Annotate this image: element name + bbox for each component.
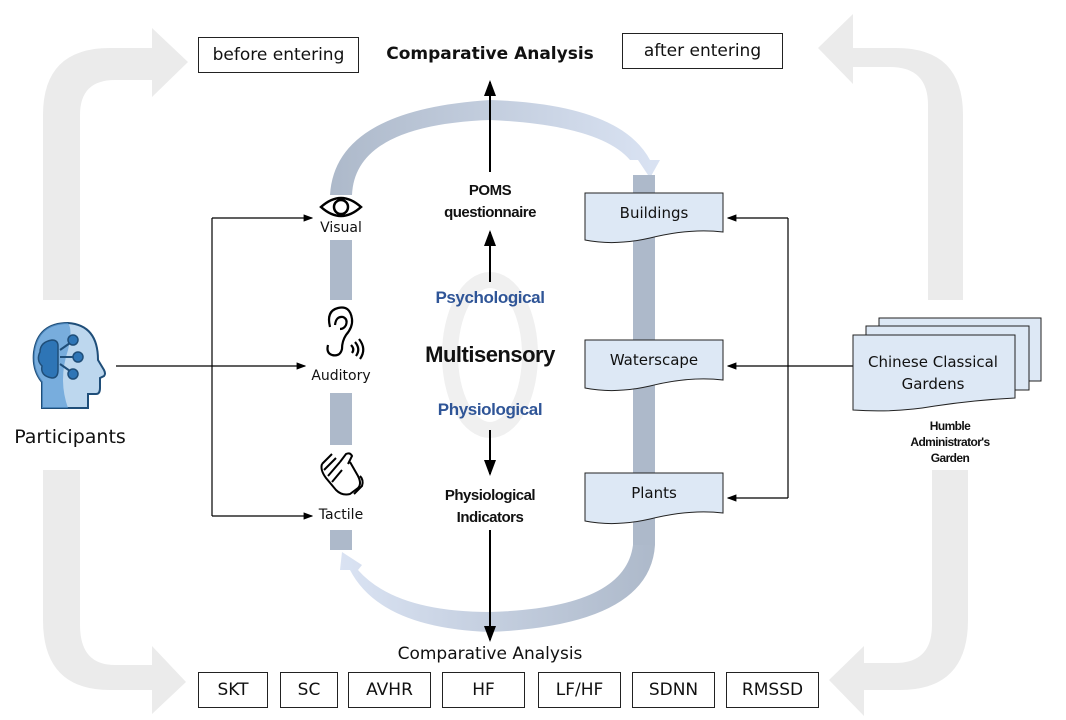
indicator-sc: SC (280, 672, 338, 708)
garden-name-line-3: Garden (930, 451, 970, 465)
indicator-rmssd: RMSSD (726, 672, 819, 708)
participants-connector (116, 214, 314, 520)
participants-label: Participants (14, 426, 126, 448)
head-brain-network-icon (32, 321, 106, 409)
psychological-label: Psychological (435, 288, 545, 307)
after-entering-label: after entering (643, 41, 762, 61)
garden-connector (726, 214, 853, 502)
poms-line-2: questionnaire (444, 204, 536, 221)
big-arrow-top-right (818, 14, 963, 300)
indicator-sdnn: SDNN (632, 672, 715, 708)
sense-label-visual: Visual (320, 220, 362, 236)
after-entering-box: after entering (622, 33, 783, 69)
physiological-label: Physiological (437, 400, 543, 419)
doc-shapes (584, 192, 724, 525)
indicator-skt: SKT (198, 672, 268, 708)
indicator-hf: HF (442, 672, 525, 708)
indicators-line-1: Physiological (444, 487, 536, 504)
multisensory-label: Multisensory (425, 342, 555, 367)
garden-name-line-1: Humble (929, 419, 971, 433)
sense-label-tactile: Tactile (318, 507, 364, 523)
indicator-lf-hf: LF/HF (538, 672, 621, 708)
indicator-avhr: AVHR (348, 672, 431, 708)
bottom-comparative-analysis: Comparative Analysis (397, 644, 583, 664)
big-arrow-bottom-left (43, 470, 186, 714)
big-arrow-bottom-right (829, 470, 968, 716)
humble-administrators-garden-label: Humble Administrator's Garden (880, 418, 1020, 466)
ear-icon (326, 306, 365, 360)
before-entering-label: before entering (212, 45, 345, 65)
garden-line-1: Chinese Classical (868, 353, 998, 371)
garden-doc-stack (852, 317, 1042, 412)
sense-label-auditory: Auditory (311, 368, 371, 384)
poms-questionnaire-label: POMS questionnaire (410, 180, 570, 224)
physiological-indicators-label: Physiological Indicators (405, 485, 575, 529)
garden-name-line-2: Administrator's (910, 435, 990, 449)
before-entering-box: before entering (198, 37, 359, 73)
garden-element-waterscape: Waterscape (609, 351, 699, 369)
garden-element-plants: Plants (631, 484, 677, 502)
hands-icon (320, 452, 364, 496)
garden-line-2: Gardens (901, 375, 965, 393)
indicators-line-2: Indicators (456, 509, 524, 526)
poms-line-1: POMS (468, 182, 512, 199)
big-arrow-top-left (43, 28, 188, 300)
chinese-classical-gardens-label: Chinese Classical Gardens (853, 351, 1013, 395)
top-comparative-analysis: Comparative Analysis (386, 44, 594, 64)
garden-element-buildings: Buildings (619, 204, 689, 222)
eye-icon (319, 196, 363, 218)
